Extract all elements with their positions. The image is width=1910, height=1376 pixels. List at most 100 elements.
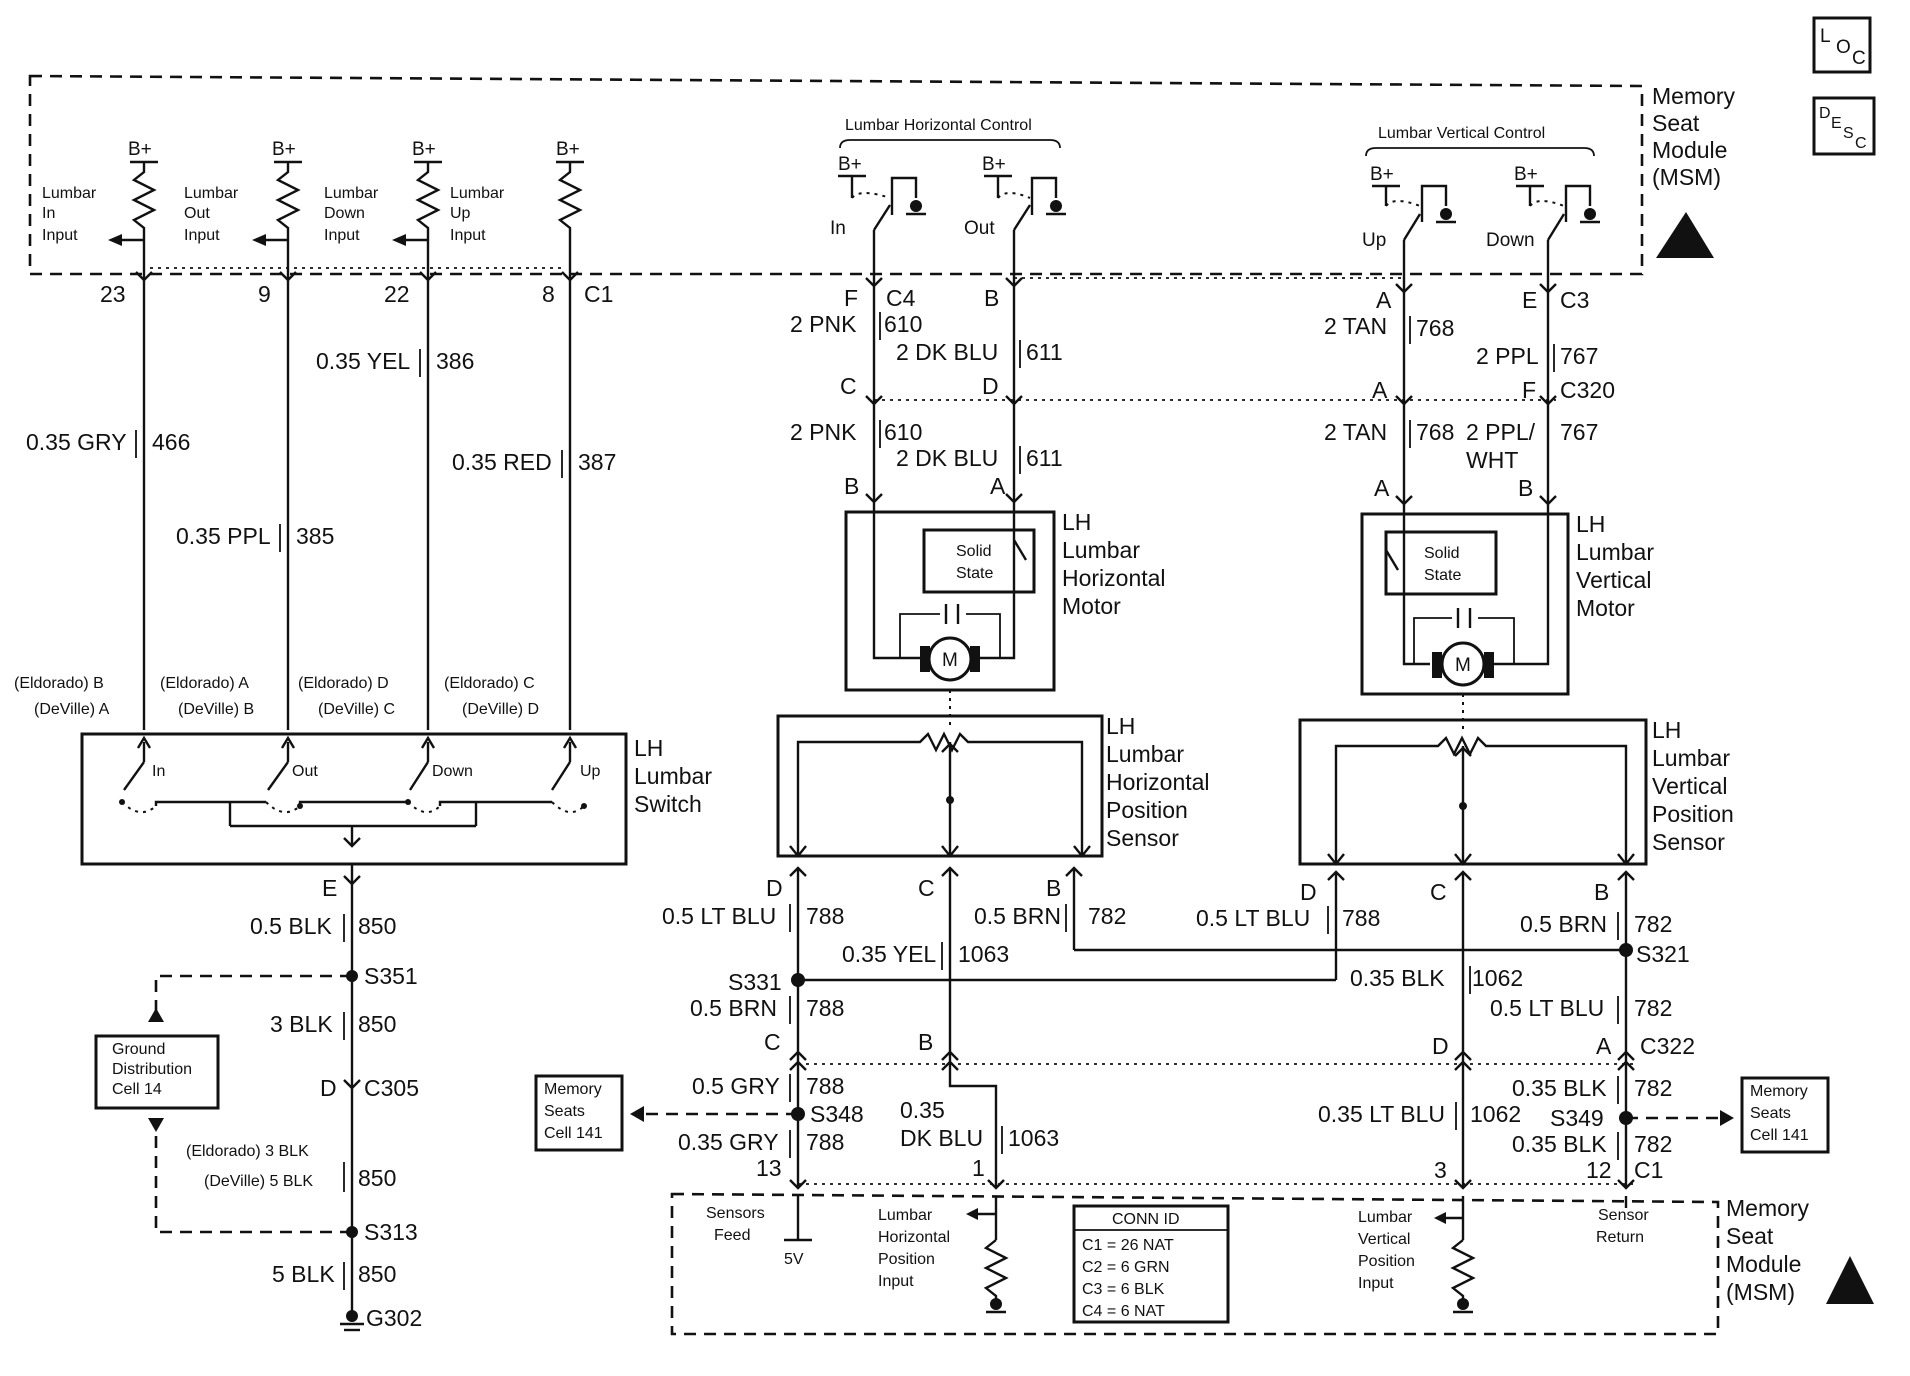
svg-text:Cell 141: Cell 141 xyxy=(1750,1127,1809,1144)
svg-text:Cell 141: Cell 141 xyxy=(544,1125,603,1142)
svg-text:Memory: Memory xyxy=(544,1081,602,1098)
svg-text:9: 9 xyxy=(258,281,271,307)
svg-text:Horizontal: Horizontal xyxy=(878,1229,950,1246)
svg-text:C305: C305 xyxy=(364,1075,419,1101)
msm-bottom-label: Memory Seat Module (MSM) xyxy=(1726,1195,1810,1305)
svg-text:0.5 BLK: 0.5 BLK xyxy=(250,913,332,939)
svg-text:0.35 YEL: 0.35 YEL xyxy=(316,348,410,374)
msm-top-label: Memory Seat Module (MSM) xyxy=(1652,83,1736,190)
lh-lumbar-vertical-position-sensor-label: LH Lumbar Vertical Position Sensor xyxy=(1652,717,1734,855)
svg-text:23: 23 xyxy=(100,281,126,307)
svg-text:Up: Up xyxy=(1362,230,1386,251)
svg-text:C3: C3 xyxy=(1560,287,1589,313)
svg-text:788: 788 xyxy=(806,995,844,1021)
wire-387: 0.35 RED 387 xyxy=(452,449,616,478)
svg-text:466: 466 xyxy=(152,429,190,455)
svg-text:850: 850 xyxy=(358,1011,396,1037)
svg-text:2 PNK: 2 PNK xyxy=(790,311,857,337)
memory-seats-cell-left[interactable]: Memory Seats Cell 141 xyxy=(534,1074,624,1152)
svg-text:0.35 RED: 0.35 RED xyxy=(452,449,552,475)
svg-text:0.35 YEL: 0.35 YEL xyxy=(842,941,936,967)
svg-text:782: 782 xyxy=(1634,995,1672,1021)
svg-text:C3 = 6 BLK: C3 = 6 BLK xyxy=(1082,1281,1165,1298)
svg-text:Lumbar Horizontal Control: Lumbar Horizontal Control xyxy=(845,117,1032,134)
svg-text:Sensor: Sensor xyxy=(1598,1207,1649,1224)
svg-text:Module: Module xyxy=(1652,137,1727,163)
svg-text:B+: B+ xyxy=(128,139,152,160)
svg-text:DK BLU: DK BLU xyxy=(900,1125,983,1151)
svg-text:Input: Input xyxy=(324,227,360,244)
svg-text:B+: B+ xyxy=(412,139,436,160)
svg-text:Lumbar: Lumbar xyxy=(324,185,379,202)
svg-text:LH: LH xyxy=(1652,717,1681,743)
svg-text:0.5 LT BLU: 0.5 LT BLU xyxy=(1196,905,1310,931)
svg-text:Vertical: Vertical xyxy=(1652,773,1727,799)
svg-text:C: C xyxy=(764,1029,781,1055)
svg-text:Down: Down xyxy=(324,205,365,222)
svg-text:State: State xyxy=(956,565,993,582)
svg-text:788: 788 xyxy=(806,1129,844,1155)
ground-distribution-box[interactable]: Ground Distribution Cell 14 xyxy=(94,1034,220,1110)
svg-text:Position: Position xyxy=(878,1251,935,1268)
svg-text:2 TAN: 2 TAN xyxy=(1324,419,1387,445)
esd-warning-icon xyxy=(1656,212,1714,258)
svg-text:D: D xyxy=(320,1075,337,1101)
svg-text:788: 788 xyxy=(806,1073,844,1099)
svg-text:B: B xyxy=(844,473,859,499)
svg-text:E: E xyxy=(1831,115,1842,132)
svg-text:Position: Position xyxy=(1358,1253,1415,1270)
svg-text:788: 788 xyxy=(806,903,844,929)
svg-text:0.35 BLK: 0.35 BLK xyxy=(1512,1075,1607,1101)
svg-text:Lumbar: Lumbar xyxy=(1106,741,1184,767)
svg-text:B+: B+ xyxy=(1514,164,1538,185)
svg-text:G302: G302 xyxy=(366,1305,422,1331)
svg-text:Down: Down xyxy=(1486,230,1535,251)
wires-left xyxy=(135,262,579,730)
svg-text:0.35 LT BLU: 0.35 LT BLU xyxy=(1318,1101,1445,1127)
svg-text:386: 386 xyxy=(436,348,474,374)
svg-text:In: In xyxy=(830,218,846,239)
svg-text:788: 788 xyxy=(1342,905,1380,931)
bottom-wires: 0.5 GRY 788 S348 0.35 GRY 788 0.35 DK BL… xyxy=(630,1073,1734,1190)
svg-text:(Eldorado) A: (Eldorado) A xyxy=(160,675,249,692)
svg-text:Input: Input xyxy=(450,227,486,244)
svg-text:Vertical: Vertical xyxy=(1358,1231,1410,1248)
svg-text:768: 768 xyxy=(1416,419,1454,445)
svg-text:C1 = 26 NAT: C1 = 26 NAT xyxy=(1082,1237,1174,1254)
svg-text:D: D xyxy=(1432,1033,1449,1059)
svg-text:C4 = 6 NAT: C4 = 6 NAT xyxy=(1082,1303,1165,1320)
svg-text:767: 767 xyxy=(1560,343,1598,369)
input-lumbar-in: B+ Lumbar In Input xyxy=(42,139,158,262)
svg-text:Solid: Solid xyxy=(1424,545,1460,562)
svg-text:Lumbar: Lumbar xyxy=(450,185,505,202)
svg-text:2 PNK: 2 PNK xyxy=(790,419,857,445)
svg-text:22: 22 xyxy=(384,281,410,307)
svg-text:Up: Up xyxy=(450,205,471,222)
svg-text:1063: 1063 xyxy=(958,941,1009,967)
svg-text:(DeVille) 5 BLK: (DeVille) 5 BLK xyxy=(204,1173,313,1190)
svg-text:C2 = 6 GRN: C2 = 6 GRN xyxy=(1082,1259,1170,1276)
lh-lumbar-horizontal-position-sensor-label: LH Lumbar Horizontal Position Sensor xyxy=(1106,713,1210,851)
svg-text:Input: Input xyxy=(184,227,220,244)
svg-text:B+: B+ xyxy=(556,139,580,160)
svg-text:LH: LH xyxy=(1062,509,1091,535)
svg-text:(Eldorado) B: (Eldorado) B xyxy=(14,675,104,692)
svg-text:Vertical: Vertical xyxy=(1576,567,1651,593)
memory-seats-cell-right[interactable]: Memory Seats Cell 141 xyxy=(1740,1076,1830,1154)
svg-text:2 PPL/: 2 PPL/ xyxy=(1466,419,1536,445)
wires-horizontal-motor: F C4 B 2 PNK 610 2 DK BLU 611 C D 2 PNK … xyxy=(790,268,1063,512)
svg-text:Input: Input xyxy=(42,227,78,244)
svg-text:850: 850 xyxy=(358,913,396,939)
svg-text:S348: S348 xyxy=(810,1101,864,1127)
svg-text:M: M xyxy=(942,650,958,671)
svg-text:Seats: Seats xyxy=(1750,1105,1791,1122)
svg-text:Lumbar: Lumbar xyxy=(1652,745,1730,771)
svg-text:E: E xyxy=(322,875,337,901)
svg-text:Memory: Memory xyxy=(1652,83,1736,109)
svg-text:0.5 BRN: 0.5 BRN xyxy=(690,995,777,1021)
svg-text:Sensors: Sensors xyxy=(706,1205,765,1222)
svg-text:2 PPL: 2 PPL xyxy=(1476,343,1539,369)
svg-text:In: In xyxy=(42,205,55,222)
switch-pin-labels: (Eldorado) B (DeVille) A (Eldorado) A (D… xyxy=(14,675,539,718)
